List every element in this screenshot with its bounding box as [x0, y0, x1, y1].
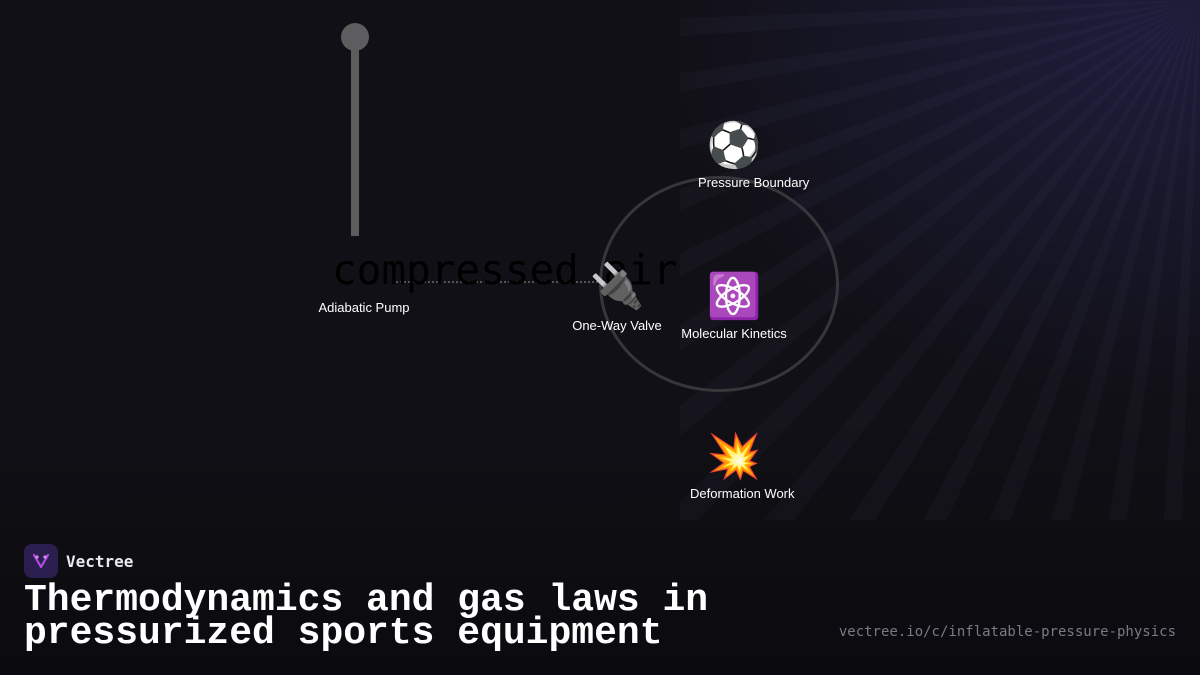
soccer-ball-icon: ⚽ [706, 121, 762, 170]
title-line-2: pressurized sports equipment [24, 612, 663, 655]
source-url-link[interactable]: vectree.io/c/inflatable-pressure-physics [838, 624, 1176, 640]
node-valve-label: One-Way Valve [572, 318, 662, 333]
air-hose-line [393, 281, 605, 283]
vectree-logo-icon [24, 544, 58, 578]
ball-boundary-circle [599, 176, 839, 392]
node-pump-label: Adiabatic Pump [318, 300, 410, 315]
page-title: Thermodynamics and gas laws in pressuriz… [24, 579, 744, 655]
brand-name: Vectree [66, 551, 134, 571]
title-line-1: Thermodynamics and gas laws in [24, 579, 709, 622]
pump-handle-knob [341, 23, 369, 51]
atom-icon: ⚛️ [706, 272, 762, 321]
brand[interactable]: Vectree [24, 544, 133, 578]
plug-icon: 🔌 [589, 262, 645, 311]
node-valve: 🔌 One-Way Valve [557, 262, 677, 333]
node-pump: Adiabatic Pump [300, 300, 428, 315]
node-boundary-label: Pressure Boundary [698, 175, 810, 190]
node-kinetics: ⚛️ Molecular Kinetics [674, 272, 794, 341]
node-deformation-label: Deformation Work [690, 486, 795, 501]
node-deformation: 💥 Deformation Work [674, 432, 795, 501]
node-boundary: ⚽ Pressure Boundary [674, 121, 810, 190]
node-kinetics-label: Molecular Kinetics [681, 326, 787, 341]
collision-icon: 💥 [706, 432, 762, 481]
pump-rod [351, 48, 359, 236]
